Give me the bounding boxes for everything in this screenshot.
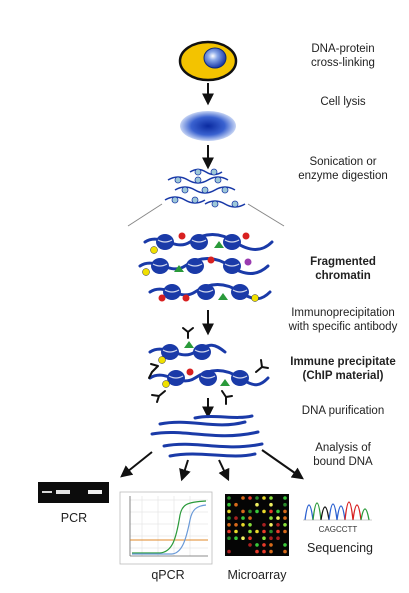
microarray-spot [227, 523, 231, 527]
lysate-icon [180, 111, 236, 141]
caption-pcr: PCR [60, 511, 88, 525]
label-cell-lysis: Cell lysis [320, 96, 366, 108]
microarray-spot [262, 523, 266, 527]
microarray-spot [227, 549, 231, 554]
microarray-spot [248, 496, 252, 500]
microarray-spot [262, 536, 266, 540]
arrow-to-pcr [120, 451, 153, 478]
arrow-to-sequencing [261, 449, 304, 480]
microarray-spot [255, 496, 259, 500]
microarray-spot [255, 529, 259, 534]
immune-precipitate-icon [148, 327, 270, 405]
fragmented-chromatin-icon [138, 232, 274, 302]
microarray-spot [283, 543, 287, 547]
microarray-spot [227, 509, 231, 514]
microarray-spot [269, 502, 273, 507]
antibody-icons [148, 327, 269, 405]
label-fragmented-chromatin: Fragmented chromatin [310, 256, 376, 282]
microarray-spot [234, 529, 238, 534]
pcr-gel-image [38, 482, 109, 503]
microarray-spot [227, 536, 231, 540]
microarray-spot [269, 529, 273, 534]
microarray-spot [269, 496, 273, 500]
microarray-spot [262, 549, 266, 554]
microarray-spot [255, 549, 259, 554]
qpcr-plot-image [119, 491, 213, 565]
purified-dna-icon [150, 414, 264, 458]
microarray-spot [262, 543, 266, 547]
microarray-spot [276, 523, 280, 527]
caption-sequencing: Sequencing [306, 541, 374, 555]
microarray-spot [227, 496, 231, 500]
microarray-spot [269, 549, 273, 554]
sequencing-chromatogram-image: CAGCCTT [303, 501, 372, 534]
microarray-spot [269, 509, 273, 514]
microarray-spot [262, 509, 266, 514]
arrow-to-qpcr [179, 459, 191, 482]
arrow-to-microarray [218, 459, 230, 482]
microarray-spot [255, 502, 259, 507]
microarray-spot [248, 543, 252, 547]
cell-icon [178, 40, 238, 82]
microarray-spot [283, 523, 287, 527]
microarray-spot [255, 509, 259, 514]
microarray-spot [269, 523, 273, 527]
microarray-image [225, 494, 289, 556]
caption-microarray: Microarray [227, 568, 287, 582]
sonicated-fragments-icon [164, 168, 246, 208]
step-arrows [120, 83, 304, 482]
microarray-spot [241, 516, 245, 520]
microarray-spot [269, 536, 273, 540]
microarray-spot [283, 509, 287, 514]
caption-qpcr: qPCR [151, 568, 185, 582]
microarray-spot [269, 543, 273, 547]
microarray-spot [227, 502, 231, 507]
microarray-spot [269, 516, 273, 520]
microarray-spot [262, 529, 266, 534]
microarray-spot [276, 509, 280, 514]
label-immunoprecipitation: Immunoprecipitation with specific antibo… [288, 307, 398, 333]
microarray-spot [283, 502, 287, 507]
microarray-spot [283, 529, 287, 534]
microarray-spot [248, 516, 252, 520]
label-dna-purification: DNA purification [301, 405, 385, 417]
microarray-spot [248, 509, 252, 514]
sequence-letters: CAGCCTT [319, 525, 358, 534]
microarray-spot [234, 523, 238, 527]
microarray-spot [227, 516, 231, 520]
microarray-spot [255, 543, 259, 547]
microarray-spot [283, 516, 287, 520]
microarray-spot [283, 496, 287, 500]
microarray-spot [234, 516, 238, 520]
zoom-line-right [247, 203, 285, 227]
microarray-spot [283, 549, 287, 554]
label-analysis: Analysis of bound DNA [313, 442, 373, 468]
microarray-spot [234, 536, 238, 540]
microarray-spot [241, 536, 245, 540]
microarray-spot [234, 502, 238, 507]
microarray-spot [262, 496, 266, 500]
microarray-spot [276, 536, 280, 540]
microarray-spot [248, 529, 252, 534]
microarray-spot [276, 529, 280, 534]
microarray-spot [241, 496, 245, 500]
microarray-spot [241, 509, 245, 514]
microarray-spot [248, 536, 252, 540]
microarray-spot [227, 529, 231, 534]
microarray-spot [276, 516, 280, 520]
label-immune-precipitate: Immune precipitate (ChIP material) [290, 356, 396, 382]
label-crosslinking: DNA-protein cross-linking [311, 43, 375, 69]
microarray-spot [248, 523, 252, 527]
zoom-line-left [127, 203, 163, 227]
microarray-spot [241, 523, 245, 527]
label-sonication: Sonication or enzyme digestion [298, 156, 388, 182]
